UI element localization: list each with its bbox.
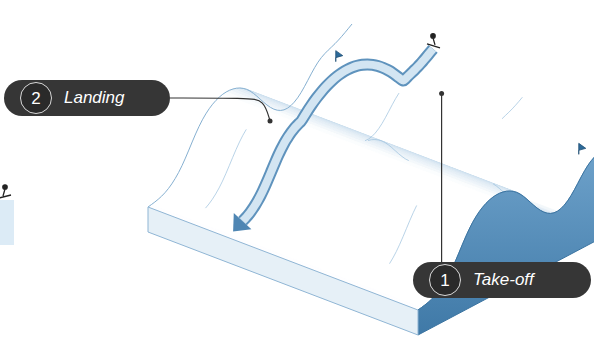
leader-line (170, 98, 270, 121)
callout-label: Landing (64, 88, 125, 108)
block-side-face (418, 127, 594, 335)
callout-number: 1 (429, 264, 461, 296)
snow-surface (148, 205, 421, 310)
trajectory-outline (243, 49, 433, 221)
snow-texture (368, 140, 409, 161)
leader-line (441, 93, 442, 262)
snow-texture (390, 205, 417, 263)
snow-texture (502, 97, 522, 119)
callout-pill: 1 Take-off (413, 262, 591, 298)
leader-dot (268, 118, 273, 123)
skier-figure (0, 185, 11, 198)
trajectory-ribbon (243, 49, 433, 221)
skier-figure (427, 34, 440, 48)
leader-lines (170, 91, 444, 262)
snow-block (148, 24, 594, 335)
arrow-head (233, 213, 251, 231)
marker-flag (336, 51, 343, 62)
marker-flag (579, 143, 586, 154)
snow-surface (155, 199, 428, 305)
callout-number: 2 (20, 82, 52, 114)
trajectory-arrow (233, 34, 440, 232)
snow-texture (365, 93, 399, 141)
leader-dot (439, 91, 444, 96)
block-edge (148, 24, 352, 207)
block-end-face (148, 207, 418, 335)
side-panel (0, 200, 14, 245)
callout-label: Take-off (473, 270, 534, 290)
callout-pill: 2 Landing (4, 80, 170, 116)
snow-surface (151, 202, 424, 308)
snow-texture (206, 129, 247, 208)
